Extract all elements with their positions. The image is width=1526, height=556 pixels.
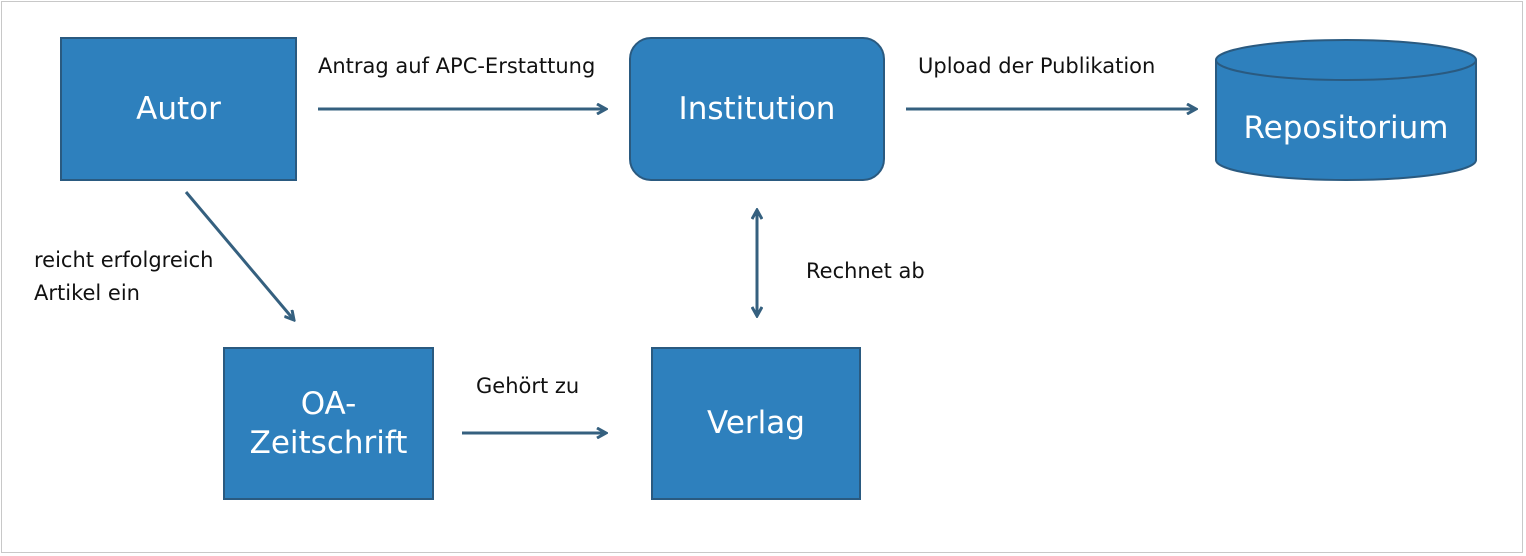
edge-label-zeitschrift-verlag: Gehört zu xyxy=(476,374,580,398)
node-verlag: Verlag xyxy=(651,347,861,500)
edge-label-autor-institution: Antrag auf APC-Erstattung xyxy=(318,54,596,78)
node-autor-label: Autor xyxy=(136,90,221,127)
node-repositorium-label: Repositorium xyxy=(1243,110,1449,146)
node-autor: Autor xyxy=(60,37,297,181)
node-institution: Institution xyxy=(629,37,885,181)
node-institution-label: Institution xyxy=(678,90,836,127)
edge-label-autor-zeitschrift-line2: Artikel ein xyxy=(34,281,140,305)
edge-label-institution-repositorium: Upload der Publikation xyxy=(918,54,1156,78)
repositorium-cylinder xyxy=(1215,39,1477,181)
node-oa-zeitschrift-line1: OA- xyxy=(300,385,357,422)
edge-label-autor-zeitschrift-line1: reicht erfolgreich xyxy=(34,248,214,272)
node-verlag-label: Verlag xyxy=(707,405,805,442)
edge-label-institution-verlag: Rechnet ab xyxy=(806,259,925,283)
node-oa-zeitschrift-line2: Zeitschrift xyxy=(249,424,408,461)
node-oa-zeitschrift: OA- Zeitschrift xyxy=(223,347,434,500)
arrow-autor-zeitschrift xyxy=(184,191,294,320)
